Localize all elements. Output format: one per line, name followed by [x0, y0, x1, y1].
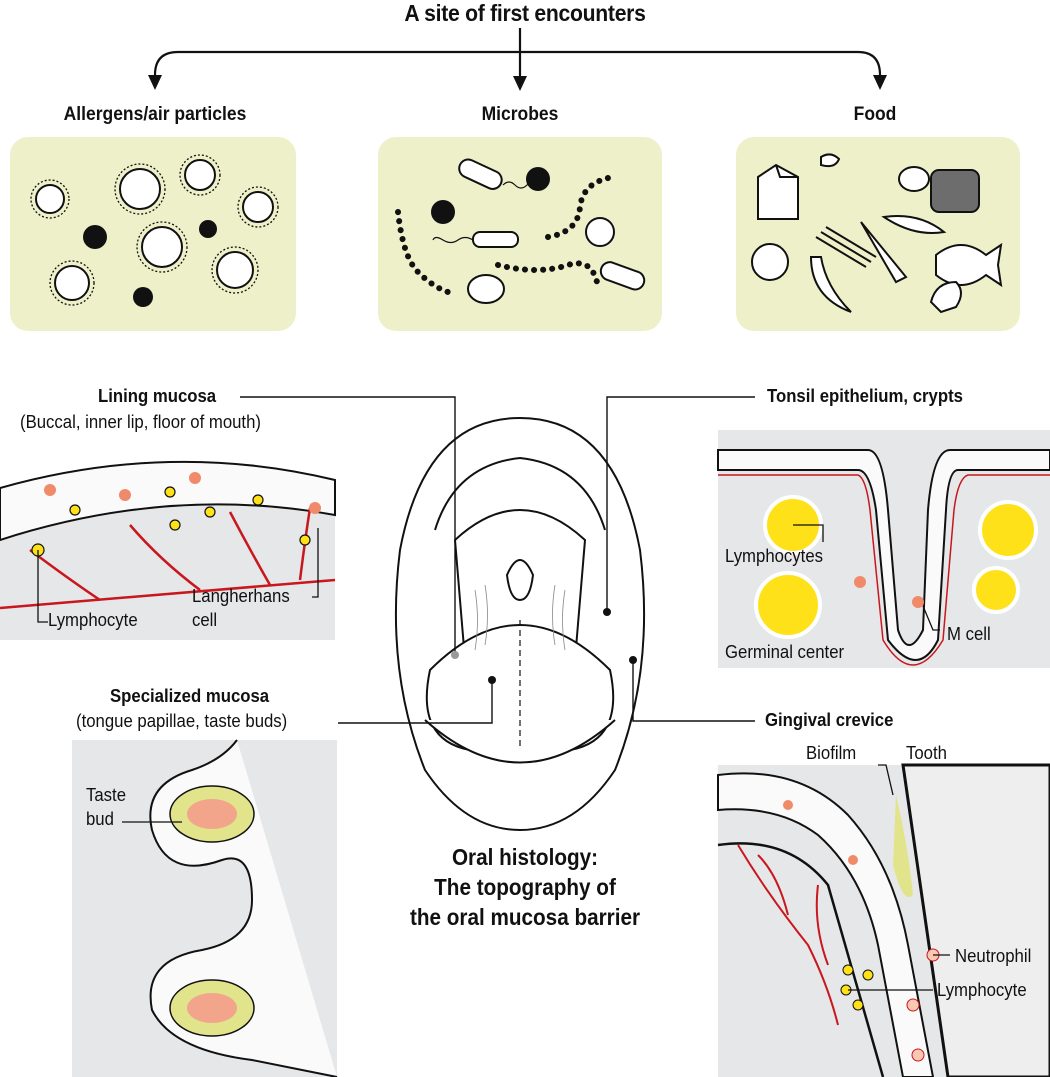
asparagus	[815, 226, 877, 268]
carrot	[860, 221, 908, 284]
langerhans-cell	[44, 484, 56, 496]
pea-pod	[881, 215, 947, 234]
leader-specialized	[338, 680, 493, 724]
m-cell	[854, 576, 866, 588]
lining-mucosa-subtitle: (Buccal, inner lip, floor of mouth)	[20, 412, 261, 432]
pollen-particle	[184, 159, 216, 191]
leader-lining	[240, 396, 456, 655]
leader-gingival	[632, 660, 755, 722]
tongue	[425, 624, 615, 751]
category-label-microbes: Microbes	[481, 104, 559, 125]
epithelium-layer	[0, 460, 336, 542]
dust-particle	[133, 287, 153, 307]
coccus	[585, 217, 615, 247]
center-caption: Oral histology: The topography of the or…	[377, 842, 674, 932]
ciliated-microbe	[467, 274, 505, 304]
langerhans-cell	[783, 800, 793, 810]
blood-vessel	[0, 578, 336, 610]
tooth-label: Tooth	[906, 743, 947, 763]
m-cell	[912, 596, 924, 608]
pollen-particle	[54, 265, 90, 301]
lining-langerhans-label-line2: cell	[192, 610, 218, 630]
upper-teeth-arch	[434, 456, 606, 531]
blood-vessel	[737, 844, 839, 1026]
spiky-coccus	[526, 167, 550, 191]
germinal-center	[978, 500, 1038, 560]
microbe-drawings	[395, 158, 646, 304]
taste-bud-label-line2: bud	[86, 809, 114, 829]
dust-particle	[199, 220, 217, 238]
bread-loaf	[930, 169, 980, 213]
lining-mucosa-tissue	[0, 460, 336, 640]
crypt-epithelium	[717, 449, 1050, 661]
pollen-particle	[216, 251, 254, 289]
tooth	[901, 763, 1050, 1077]
germinal-center	[972, 566, 1020, 614]
lining-langerhans-label-line1: Langherhans	[192, 586, 290, 606]
caption-line-2: The topography of	[434, 874, 616, 900]
category-label-allergens: Allergens/air particles	[63, 104, 247, 125]
dust-particle	[83, 225, 107, 249]
gingival-epithelium	[717, 772, 935, 1077]
distribution-arrows	[148, 28, 887, 91]
uvula	[505, 559, 535, 602]
rod-bacterium	[458, 158, 503, 190]
lining-mucosa-title: Lining mucosa	[98, 386, 217, 406]
tonsil-lymphocytes-label: Lymphocytes	[725, 546, 824, 566]
grapes	[898, 166, 930, 192]
tonsil-m-cell-label: M cell	[947, 624, 991, 644]
blood-vessel	[29, 507, 312, 602]
chain-bacterium	[395, 209, 451, 295]
gingival-lymphocyte-label: Lymphocyte	[937, 980, 1027, 1000]
caption-line-1: Oral histology:	[451, 844, 599, 870]
milk-carton	[757, 163, 799, 220]
arrow-head-center	[513, 76, 527, 91]
figure-title: A site of first encounters	[404, 0, 646, 26]
gingival-tissue	[717, 763, 1050, 1077]
pollen-particle	[141, 226, 183, 268]
specialized-mucosa-tissue	[72, 739, 338, 1077]
category-label-food: Food	[853, 104, 897, 125]
tonsil-epithelium-title: Tonsil epithelium, crypts	[767, 386, 963, 406]
food-drawings	[751, 153, 1003, 314]
neutrophil-label: Neutrophil	[955, 946, 1032, 966]
open-mouth-illustration	[394, 416, 646, 832]
chicken-leg	[929, 280, 962, 314]
specialized-mucosa-subtitle: (tongue papillae, taste buds)	[76, 711, 288, 731]
pollen-particle	[242, 191, 274, 223]
lining-lymphocyte-label: Lymphocyte	[48, 610, 138, 630]
arrow-head-right	[873, 75, 887, 90]
rod-bacterium	[599, 261, 646, 291]
germinal-center	[754, 571, 822, 639]
specialized-mucosa-title: Specialized mucosa	[110, 686, 270, 706]
tonsil-tissue	[717, 430, 1050, 668]
lymphocyte-cell	[842, 964, 854, 976]
caption-line-3: the oral mucosa barrier	[409, 904, 641, 930]
tonsil-germinal-center-label: Germinal center	[725, 642, 845, 662]
banana	[809, 256, 852, 313]
chain-bacterium	[495, 260, 601, 290]
arrow-head-left	[148, 75, 162, 90]
chain-bacterium	[545, 174, 616, 240]
taste-bud-label-line1: Taste	[86, 785, 127, 805]
bean	[820, 153, 841, 168]
gingival-crevice-title: Gingival crevice	[765, 710, 894, 730]
pollen-particle	[119, 168, 161, 210]
spiky-coccus	[431, 200, 455, 224]
allergen-particles	[30, 154, 279, 307]
leader-tonsil	[606, 396, 755, 612]
apple	[751, 243, 789, 281]
biofilm-label: Biofilm	[806, 743, 857, 763]
biofilm	[893, 795, 913, 897]
pollen-particle	[35, 184, 65, 214]
